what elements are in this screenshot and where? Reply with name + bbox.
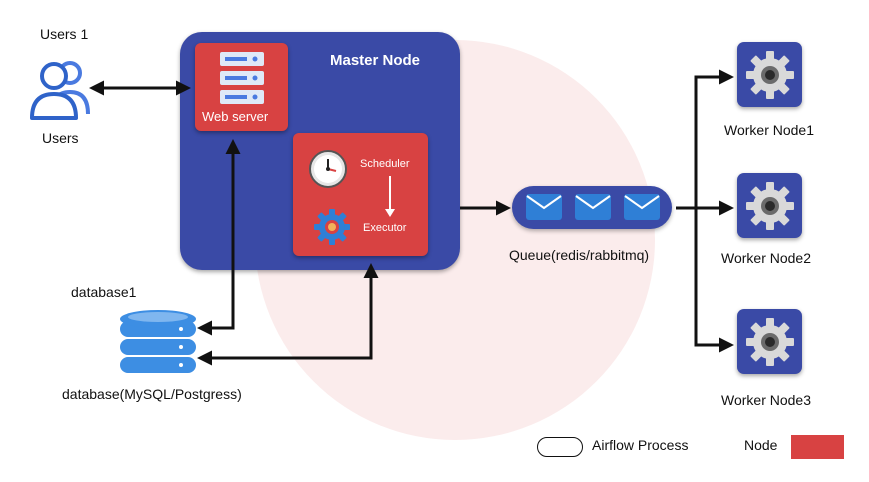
users-icon [30, 61, 90, 120]
clock-icon [309, 150, 347, 188]
legend-node-swatch [791, 435, 844, 459]
users-bottom-label: Users [42, 130, 79, 146]
database-bottom-label: database(MySQL/Postgress) [62, 386, 242, 402]
worker-node-2-label: Worker Node2 [721, 250, 812, 266]
scheduler-label: Scheduler [360, 158, 410, 170]
webserver-database-arrow [197, 139, 241, 336]
legend-process-label: Airflow Process [592, 437, 689, 453]
server-icon [220, 52, 264, 104]
scheduler-executor-node [293, 133, 428, 256]
scheduler-database-arrow [197, 263, 379, 366]
worker-node-1-label: Worker Node1 [724, 122, 815, 138]
queue-worker1-arrow [694, 69, 734, 208]
master-node-title: Master Node [330, 52, 421, 69]
web-server-label: Web server [202, 109, 269, 124]
users-top-label: Users 1 [40, 26, 89, 42]
worker-node-3-label: Worker Node3 [721, 392, 812, 408]
database-icon [120, 310, 196, 373]
worker-gear-icon [746, 182, 794, 230]
legend-node-label: Node [744, 437, 778, 453]
executor-label: Executor [363, 222, 407, 234]
worker-gear-icon [746, 318, 794, 366]
database-top-label: database1 [71, 284, 137, 300]
scheduler-to-executor-arrow [385, 176, 395, 217]
queue-worker3-arrow [694, 208, 734, 353]
gear-icon [314, 209, 350, 245]
worker-gear-icon [746, 51, 794, 99]
legend-process-shape [537, 437, 583, 457]
envelope-icon [526, 194, 660, 220]
queue-label: Queue(redis/rabbitmq) [509, 247, 650, 263]
